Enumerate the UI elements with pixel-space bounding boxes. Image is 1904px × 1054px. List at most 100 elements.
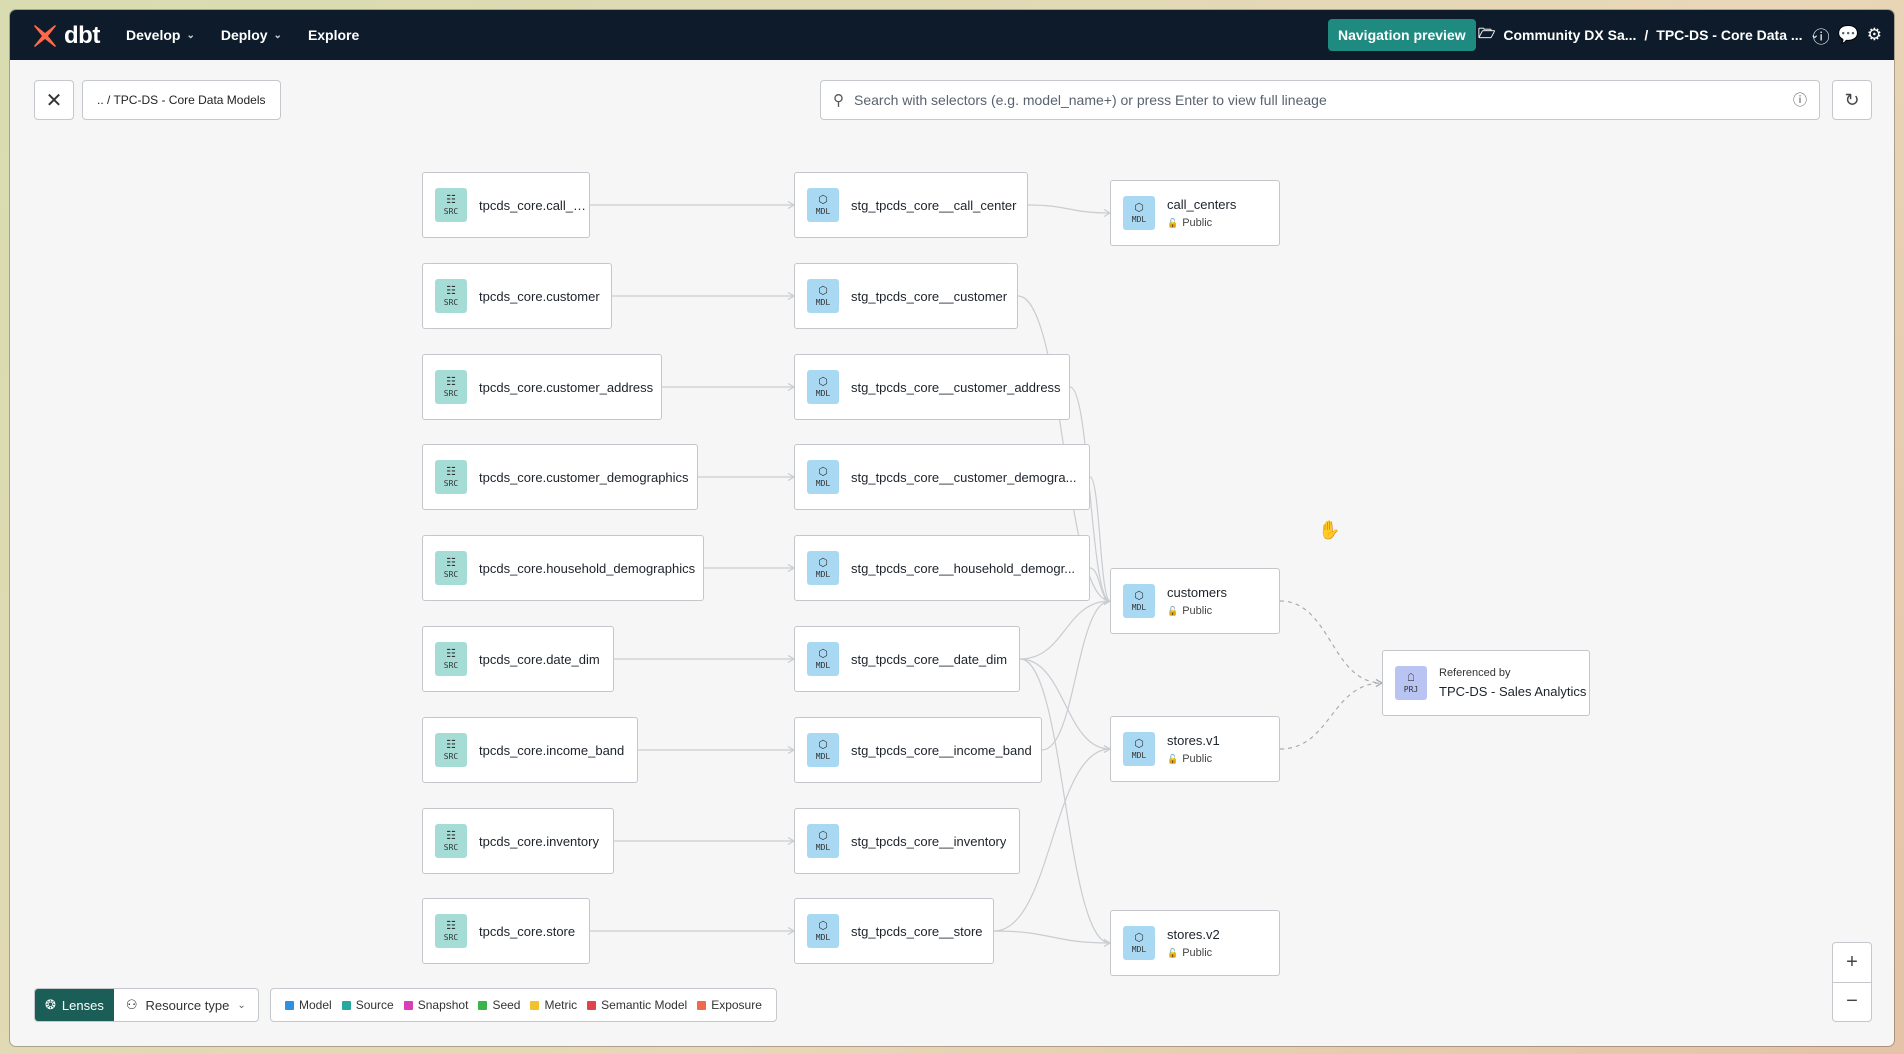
node-details: stores.v1🔓Public xyxy=(1167,733,1220,765)
model-badge-icon: ⬡MDL xyxy=(807,824,839,858)
legend-swatch xyxy=(478,1000,488,1010)
source-badge-icon: ☷SRC xyxy=(435,279,467,313)
node-label: stg_tpcds_core__customer_address xyxy=(851,379,1061,395)
chevron-down-icon: ⌄ xyxy=(1810,29,1819,41)
badge-label: MDL xyxy=(815,661,831,670)
badge-label: MDL xyxy=(815,843,831,852)
badge-label: MDL xyxy=(815,933,831,942)
cross-project-edge xyxy=(1279,682,1383,750)
model-badge-icon: ⬡MDL xyxy=(1123,926,1155,960)
source-node[interactable]: ☷SRC tpcds_core.customer_address xyxy=(422,354,662,420)
refresh-button[interactable]: ↻ xyxy=(1832,80,1872,120)
cube-icon: ⬡ xyxy=(818,919,828,932)
menu-deploy-label: Deploy xyxy=(220,27,268,43)
model-badge-icon: ⬡MDL xyxy=(1123,196,1155,230)
unlock-icon: 🔓 xyxy=(1167,753,1179,764)
dbt-logo[interactable]: dbt xyxy=(32,22,100,50)
menu-develop[interactable]: Develop ⌄ xyxy=(126,27,195,43)
menu-explore[interactable]: Explore xyxy=(308,27,359,43)
source-badge-icon: ☷SRC xyxy=(435,370,467,404)
legend-label: Semantic Model xyxy=(601,998,688,1012)
node-label: tpcds_core.income_band xyxy=(479,742,625,758)
menu-deploy[interactable]: Deploy ⌄ xyxy=(221,27,282,43)
database-icon: ☷ xyxy=(446,738,456,751)
breadcrumb[interactable]: .. / TPC-DS - Core Data Models xyxy=(82,80,281,120)
source-badge-icon: ☷SRC xyxy=(435,733,467,767)
info-icon[interactable]: ⓘ xyxy=(1793,92,1807,108)
lenses-label: Lenses xyxy=(61,997,104,1013)
badge-label: PRJ xyxy=(1403,685,1419,694)
badge-label: SRC xyxy=(443,752,459,761)
database-icon: ☷ xyxy=(446,556,456,569)
staging-model-node[interactable]: ⬡MDL stg_tpcds_core__call_center xyxy=(794,172,1028,238)
model-badge-icon: ⬡MDL xyxy=(807,188,839,222)
cube-icon: ⬡ xyxy=(818,829,828,842)
project-crumb[interactable]: Community DX Sa... xyxy=(1503,27,1637,43)
legend-exposure: Exposure xyxy=(697,998,762,1012)
node-label: stores.v2 xyxy=(1167,927,1220,942)
cross-project-edge xyxy=(1279,600,1383,684)
node-label: stg_tpcds_core__call_center xyxy=(851,197,1017,213)
node-label: stg_tpcds_core__date_dim xyxy=(851,651,1008,667)
node-label: stg_tpcds_core__inventory xyxy=(851,833,1007,849)
cube-icon: ⬡ xyxy=(1134,589,1144,602)
node-label: tpcds_core.customer_address xyxy=(479,379,654,395)
zoom-out-button[interactable]: − xyxy=(1846,990,1858,1013)
search-input[interactable] xyxy=(852,91,1793,109)
grab-cursor-icon: ✋ xyxy=(1318,520,1341,540)
environment-crumb[interactable]: TPC-DS - Core Data ... xyxy=(1656,27,1803,43)
database-icon: ☷ xyxy=(446,647,456,660)
help-icon[interactable]: ⓘ xyxy=(1812,27,1830,47)
access-label: Public xyxy=(1182,947,1213,959)
legend-swatch xyxy=(403,1000,413,1010)
legend-label: Metric xyxy=(544,998,578,1012)
source-badge-icon: ☷SRC xyxy=(435,824,467,858)
source-node[interactable]: ☷SRC tpcds_core.income_band xyxy=(422,717,638,783)
project-breadcrumb[interactable]: 🗁 Community DX Sa... / TPC-DS - Core Dat… xyxy=(1478,10,1819,60)
badge-label: MDL xyxy=(1131,945,1147,954)
model-badge-icon: ⬡MDL xyxy=(807,279,839,313)
chevron-down-icon: ⌄ xyxy=(186,29,195,41)
settings-icon[interactable]: ⚙ xyxy=(1866,25,1882,44)
zoom-in-button[interactable]: + xyxy=(1833,943,1871,983)
feedback-icon[interactable]: 💬 xyxy=(1837,25,1859,44)
source-badge-icon: ☷SRC xyxy=(435,460,467,494)
badge-label: SRC xyxy=(443,389,459,398)
referenced-by-label: Referenced by xyxy=(1439,667,1511,679)
badge-label: SRC xyxy=(443,843,459,852)
staging-model-node[interactable]: ⬡MDL stg_tpcds_core__inventory xyxy=(794,808,1020,874)
close-button[interactable]: ✕ xyxy=(34,80,74,120)
access-level: 🔓Public xyxy=(1167,605,1227,617)
resource-type-dropdown[interactable]: ⚇ Resource type ⌄ xyxy=(114,989,258,1021)
lineage-edge xyxy=(1089,476,1111,602)
lenses-toolbar: ❂ Lenses ⚇ Resource type ⌄ xyxy=(34,988,259,1022)
lenses-button[interactable]: ❂ Lenses xyxy=(35,989,114,1021)
node-label: stg_tpcds_core__household_demogr... xyxy=(851,560,1076,576)
node-label: tpcds_core.date_dim xyxy=(479,651,600,667)
model-badge-icon: ⬡MDL xyxy=(1123,584,1155,618)
access-level: 🔓Public xyxy=(1167,217,1236,229)
unlock-icon: 🔓 xyxy=(1167,605,1179,616)
legend-source: Source xyxy=(341,998,394,1012)
badge-label: MDL xyxy=(1131,215,1147,224)
navigation-preview-button[interactable]: Navigation preview xyxy=(1328,19,1476,51)
